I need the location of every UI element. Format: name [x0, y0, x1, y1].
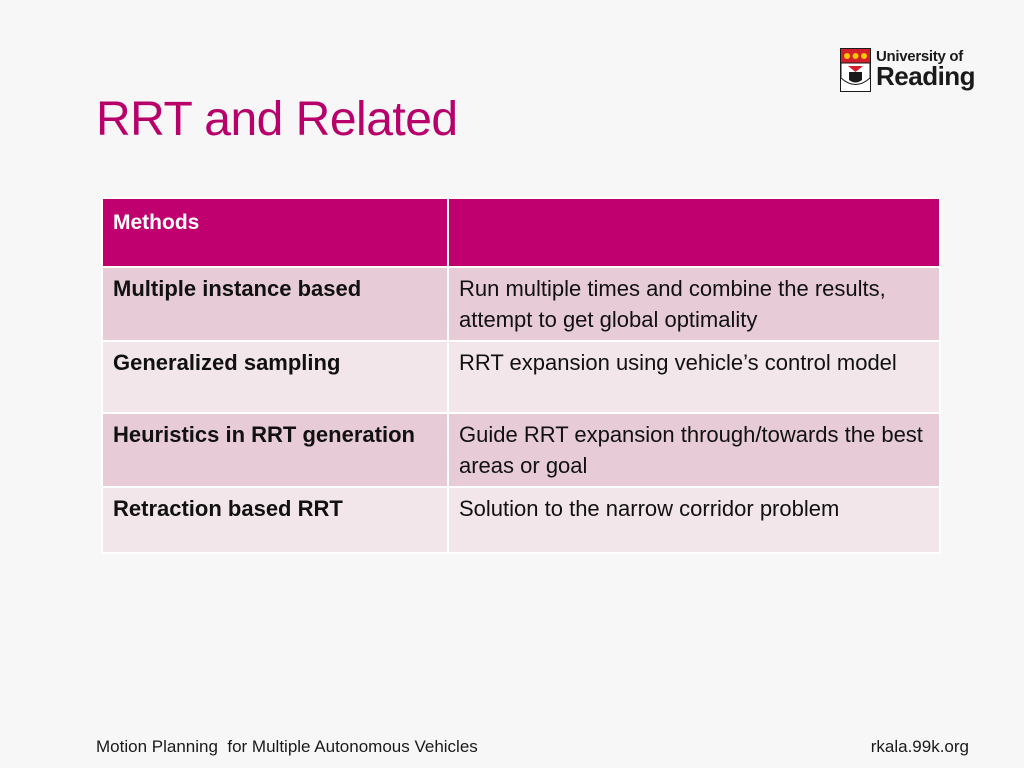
methods-table: Methods Multiple instance based Run mult…	[101, 197, 941, 554]
method-cell: Retraction based RRT	[101, 486, 449, 554]
logo-line-1: University of	[876, 48, 963, 65]
method-cell: Generalized sampling	[101, 340, 449, 414]
header-description	[447, 197, 941, 268]
table-row: Multiple instance based Run multiple tim…	[101, 266, 941, 342]
table-header-row: Methods	[101, 197, 941, 268]
methods-table-container: Methods Multiple instance based Run mult…	[101, 197, 941, 554]
university-logo: University of Reading	[840, 48, 978, 94]
footer-title: Motion Planning for Multiple Autonomous …	[96, 737, 478, 756]
logo-line-2: Reading	[876, 61, 976, 91]
header-methods: Methods	[101, 197, 449, 268]
footer-url: rkala.99k.org	[870, 737, 969, 756]
table-row: Generalized sampling RRT expansion using…	[101, 340, 941, 414]
table-row: Retraction based RRT Solution to the nar…	[101, 486, 941, 554]
description-cell: Solution to the narrow corridor problem	[447, 486, 941, 554]
description-cell: Run multiple times and combine the resul…	[447, 266, 941, 342]
table-row: Heuristics in RRT generation Guide RRT e…	[101, 412, 941, 488]
university-crest-icon	[840, 48, 871, 92]
description-cell: Guide RRT expansion through/towards the …	[447, 412, 941, 488]
slide-title: RRT and Related	[96, 93, 458, 146]
method-cell: Heuristics in RRT generation	[101, 412, 449, 488]
logo-text: University of Reading	[876, 48, 976, 91]
description-cell: RRT expansion using vehicle’s control mo…	[447, 340, 941, 414]
method-cell: Multiple instance based	[101, 266, 449, 342]
